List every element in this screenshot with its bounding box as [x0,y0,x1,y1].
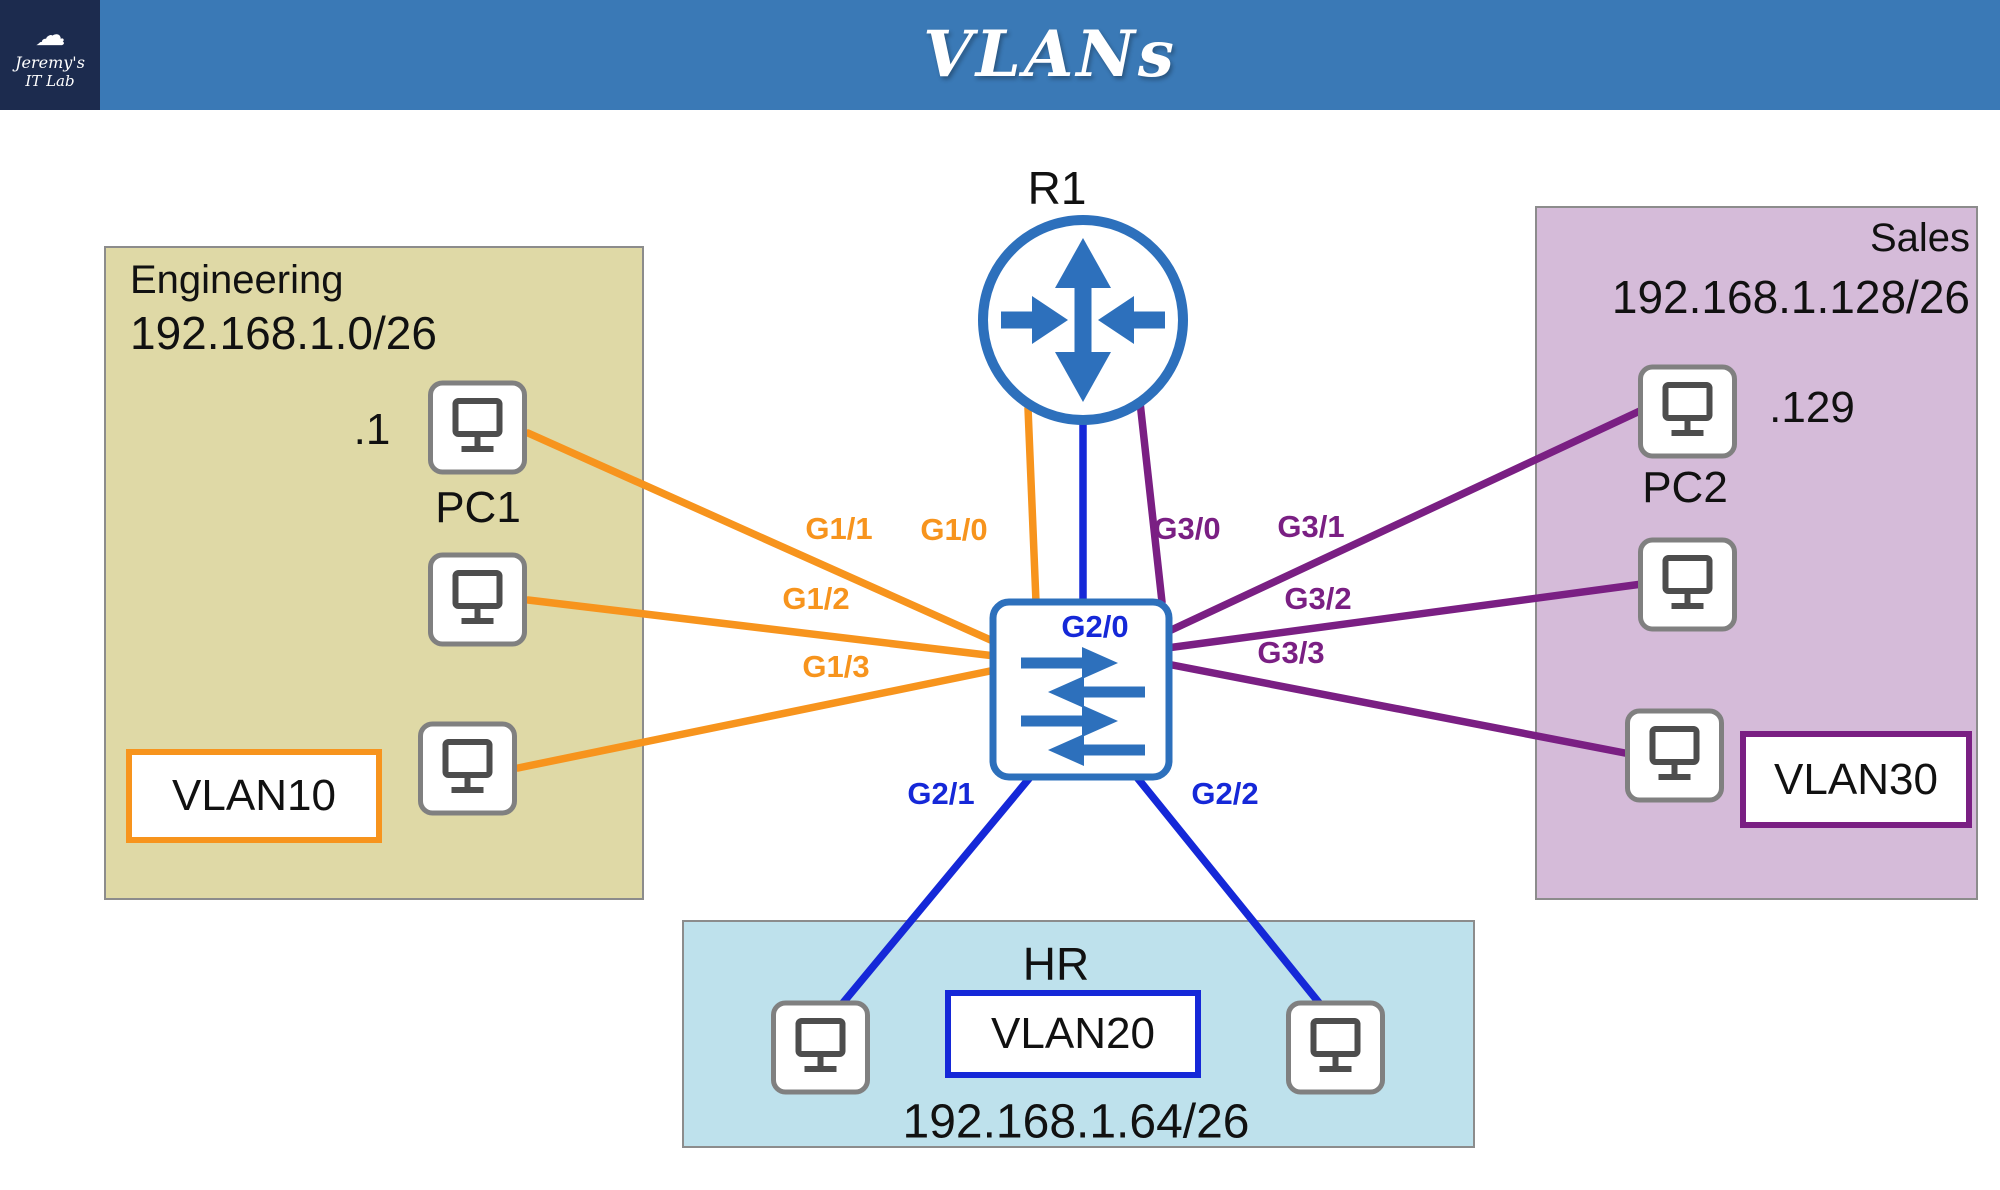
pc2-ip: .129 [1769,383,1855,432]
link-g2-1 [838,771,1036,1008]
sales-pc-icon-2 [1637,537,1738,632]
vlan10-box: VLAN10 [126,749,382,843]
link-g2-2 [1131,771,1324,1008]
engineering-subnet: 192.168.1.0/26 [130,307,437,359]
router-icon [978,215,1188,425]
vlan30-box: VLAN30 [1740,731,1972,828]
jeremys-it-lab-logo: ☁ Jeremy's IT Lab [0,0,100,110]
port-label-g1-2: G1/2 [782,581,850,616]
vlan30-label: VLAN30 [1774,754,1938,804]
slide-title: VLANs [923,17,1177,92]
link-g1-2 [524,596,999,660]
hr-subnet: 192.168.1.64/26 [902,1095,1250,1149]
link-g3-3 [1163,660,1634,758]
logo-text-line2: IT Lab [25,71,75,90]
link-g3-1 [1163,406,1646,636]
pc2-label: PC2 [1642,463,1728,512]
port-label-g3-2: G3/2 [1284,581,1352,616]
logo-text-line1: Jeremy's [15,52,85,72]
engineering-pc-icon-2 [427,552,528,647]
port-label-g3-0: G3/0 [1153,511,1221,546]
engineering-pc-icon-3 [417,721,518,816]
switch-icon [989,598,1173,781]
vlan20-label: VLAN20 [991,1009,1155,1058]
router-label: R1 [1027,162,1087,214]
port-label-g3-3: G3/3 [1257,635,1325,670]
pc1-icon [427,380,528,475]
engineering-name: Engineering [130,258,344,302]
hr-pc-icon-2 [1285,1000,1386,1095]
link-g1-1 [524,429,999,646]
pc1-ip: .1 [353,405,391,454]
sales-name: Sales [1869,216,1970,260]
port-label-g1-3: G1/3 [802,649,870,684]
port-label-g2-0: G2/0 [1061,609,1129,644]
port-label-g1-1: G1/1 [805,511,873,546]
link-g1-3 [514,666,999,772]
port-label-g2-2: G2/2 [1191,776,1259,811]
sales-subnet: 192.168.1.128/26 [1611,271,1970,323]
link-g3-2 [1163,580,1646,652]
port-label-g2-1: G2/1 [907,776,975,811]
link-g1-0 [1024,404,1040,606]
header-band: VLANs [0,0,2000,110]
hr-pc-icon-1 [770,1000,871,1095]
port-label-g3-1: G3/1 [1277,509,1345,544]
vlan10-label: VLAN10 [172,771,336,820]
pc2-icon [1637,364,1738,459]
sales-pc-icon-3 [1624,708,1725,803]
cloud-icon: ☁ [35,17,65,53]
vlan20-box: VLAN20 [945,990,1201,1078]
hr-name: HR [1022,938,1090,990]
pc1-label: PC1 [435,483,521,532]
port-label-g1-0: G1/0 [920,512,988,547]
link-g3-0 [1136,398,1166,606]
